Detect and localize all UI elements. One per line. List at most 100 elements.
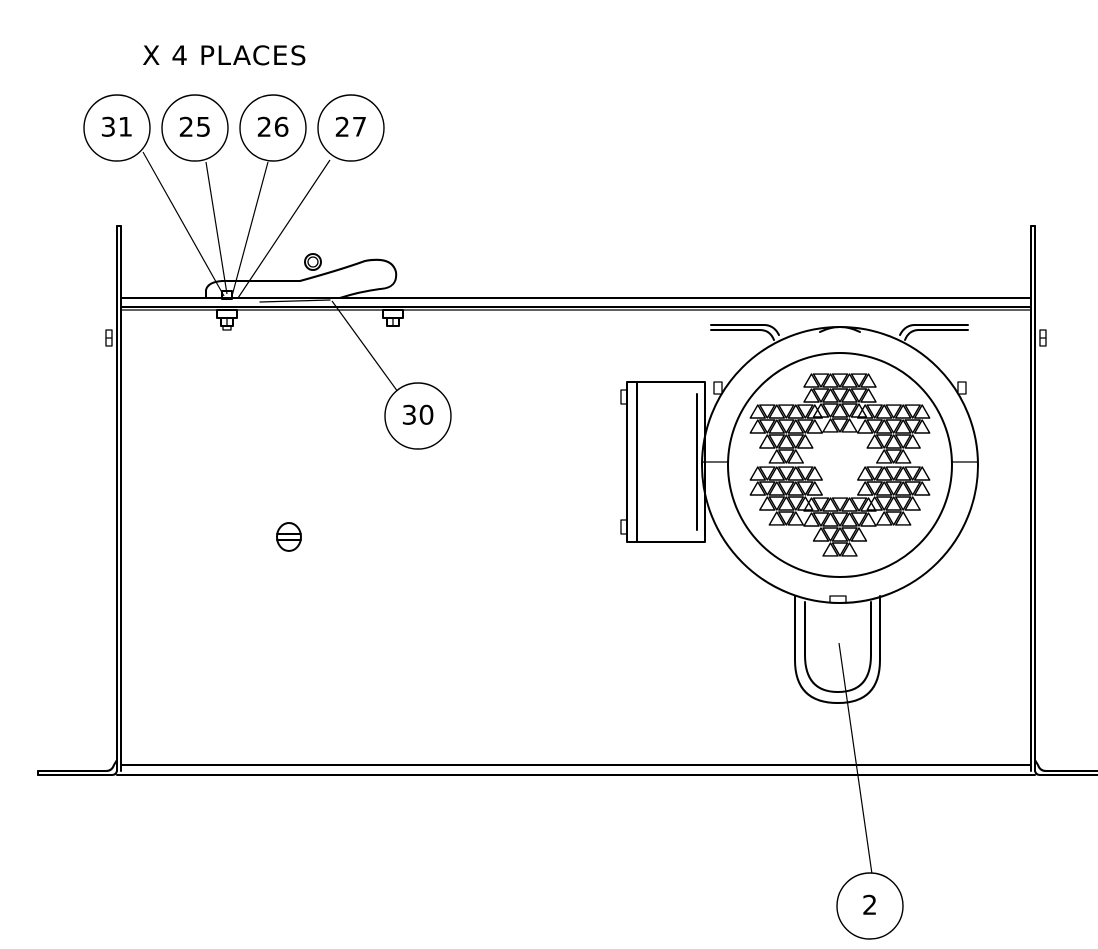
blower-motor (620, 324, 979, 704)
grille-vent (850, 388, 868, 403)
balloon-label: 30 (401, 401, 435, 432)
grille-vent (797, 466, 814, 481)
grille-vent (885, 419, 902, 434)
grille-vent (875, 511, 893, 526)
grille-vent (759, 419, 776, 434)
leader-27 (237, 159, 331, 299)
grille-vent (866, 481, 883, 496)
grille-vent (904, 419, 921, 434)
balloon-25: 25 (161, 94, 229, 162)
grille-vent (778, 511, 795, 526)
grille-vent (904, 404, 921, 419)
grille-vent (759, 466, 776, 481)
grille-vent (856, 466, 874, 481)
grille-vent (894, 419, 912, 434)
fastener-right (382, 309, 404, 327)
fastener-left (216, 290, 238, 331)
leader-lines (142, 151, 873, 875)
grille-vent (749, 404, 767, 419)
grille-vent (768, 419, 786, 434)
grille-vent (778, 419, 795, 434)
grille-vent (894, 496, 912, 511)
balloon-27: 27 (317, 94, 385, 162)
grille-vent (768, 511, 786, 526)
grille-vent (875, 481, 893, 496)
grille-vent (894, 434, 912, 449)
grille-vent (904, 466, 921, 481)
grille-vent (797, 434, 814, 449)
port-plug (276, 522, 302, 552)
grille-vent (841, 542, 858, 557)
grille-vent (803, 388, 820, 403)
grille-vent (860, 373, 877, 388)
grille-vent (768, 404, 786, 419)
leader-26 (231, 161, 269, 297)
grille-vent (856, 481, 874, 496)
balloon-label: 27 (334, 113, 368, 144)
grille-vent (787, 449, 805, 464)
grille-vent (759, 481, 776, 496)
grille-vent (749, 481, 767, 496)
grille-vent (866, 404, 883, 419)
grille-vent (759, 496, 776, 511)
grille-vent (894, 481, 912, 496)
grille-vent (768, 496, 786, 511)
grille-vent (806, 466, 824, 481)
grille-vent (787, 434, 805, 449)
balloon-label: 25 (178, 113, 212, 144)
grille-vent (812, 497, 830, 512)
latch-handle (205, 253, 398, 303)
grille-vent (803, 497, 820, 512)
grille-vent (894, 466, 912, 481)
grille-vent (894, 511, 912, 526)
grille-vent (797, 481, 814, 496)
grille-vent (860, 388, 877, 403)
grille-vent (850, 512, 868, 527)
grille-vent (913, 466, 931, 481)
balloon-31: 31 (83, 94, 151, 162)
leader-30 (331, 300, 399, 393)
grille-vent (822, 512, 839, 527)
grille-vent (787, 481, 805, 496)
grille-vent (797, 404, 814, 419)
balloon-30: 30 (384, 382, 452, 450)
grille-vent (778, 481, 795, 496)
grille-vent (885, 434, 902, 449)
grille-vent (850, 527, 868, 542)
grille-vent (913, 419, 931, 434)
grille-vent (841, 418, 858, 433)
grille-vent (787, 511, 805, 526)
grille-vent (885, 449, 902, 464)
grille-vent (885, 511, 902, 526)
grille-vent (778, 449, 795, 464)
balloon-26: 26 (239, 94, 307, 162)
grille-vent (856, 419, 874, 434)
grille-vent (841, 373, 858, 388)
grille-vent (841, 512, 858, 527)
fan-grille (749, 373, 931, 557)
grille-vent (904, 434, 921, 449)
grille-vent (885, 496, 902, 511)
grille-vent (841, 497, 858, 512)
grille-vent (822, 403, 839, 418)
grille-vent (885, 466, 902, 481)
grille-vent (778, 496, 795, 511)
grille-vent (803, 512, 820, 527)
grille-vent (875, 496, 893, 511)
balloon-label: 2 (861, 891, 878, 922)
enclosure-body (37, 225, 1098, 776)
grille-vent (797, 419, 814, 434)
grille-vent (768, 449, 786, 464)
grille-vent (894, 449, 912, 464)
grille-vent (812, 512, 830, 527)
grille-vent (856, 404, 874, 419)
grille-vent (850, 373, 868, 388)
grille-vent (841, 527, 858, 542)
grille-vent (812, 527, 830, 542)
grille-vent (831, 512, 849, 527)
balloon-label: 26 (256, 113, 290, 144)
grille-vent (885, 481, 902, 496)
grille-vent (768, 481, 786, 496)
grille-vent (806, 481, 824, 496)
